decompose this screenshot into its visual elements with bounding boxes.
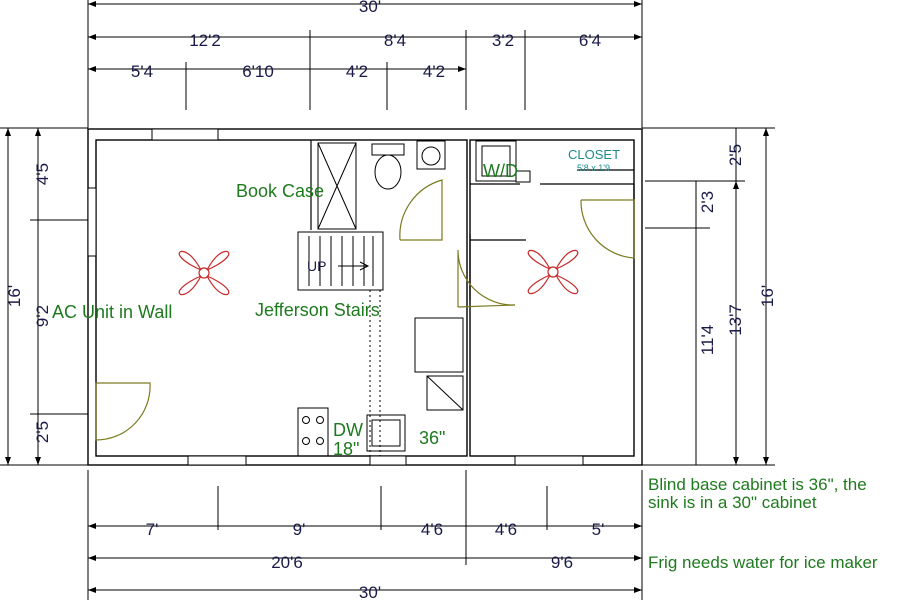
label-dw-size: 18" — [333, 439, 359, 459]
top-dimensions — [87, 0, 643, 128]
label-closet-size: 5'8 x 1'9 — [577, 163, 610, 173]
laundry-fixtures — [475, 140, 531, 183]
dim-top-total: 30' — [359, 0, 381, 16]
window-bottom-center — [369, 455, 407, 466]
dim-top-5-4: 5'4 — [131, 62, 153, 81]
label-dw: DW — [333, 420, 363, 440]
dim-bottom-20-6: 20'6 — [271, 553, 303, 572]
exterior-walls — [87, 128, 643, 466]
window-top-left — [151, 128, 219, 141]
counter-upper — [414, 317, 464, 373]
toilet-bowl — [374, 154, 402, 190]
window-left — [87, 187, 97, 257]
dim-bottom-9-6: 9'6 — [551, 553, 573, 572]
note-frig: Frig needs water for ice maker — [648, 553, 878, 572]
right-dimensions — [642, 127, 775, 466]
toilet-tank — [371, 143, 405, 156]
label-stairs: Jefferson Stairs — [255, 300, 380, 320]
window-bottom-right — [514, 455, 584, 466]
label-sink-cabinet: 36" — [419, 428, 445, 448]
door-front — [95, 382, 151, 441]
dim-bottom-7: 7' — [146, 520, 159, 539]
doors — [95, 179, 635, 441]
dim-top-4-2b: 4'2 — [423, 62, 445, 81]
right-dimension-arrows — [733, 128, 769, 465]
dim-top-6-4: 6'4 — [579, 31, 601, 50]
sink-basin — [421, 146, 441, 166]
dim-bottom-4-6b: 4'6 — [495, 520, 517, 539]
dim-bottom-total: 30' — [359, 583, 381, 602]
bottom-dimensions — [87, 470, 643, 600]
ceiling-fan-left — [178, 250, 230, 296]
note-blind-cabinet: Blind base cabinet is 36", the sink is i… — [648, 475, 867, 512]
kitchen-fixtures — [297, 317, 464, 457]
dim-bottom-4-6a: 4'6 — [421, 520, 443, 539]
bathroom-fixtures — [371, 140, 446, 190]
dim-right-11-4: 11'4 — [698, 325, 717, 355]
dim-right-16: 16' — [758, 285, 777, 307]
ceiling-fan-right — [527, 249, 579, 295]
dim-bottom-9: 9' — [293, 520, 306, 539]
window-bottom-left — [187, 455, 247, 466]
dim-top-8-4: 8'4 — [384, 31, 406, 50]
counter-lower — [426, 375, 464, 411]
top-dimension-arrows — [88, 1, 642, 72]
label-wd: W/D — [483, 161, 518, 181]
sink-vanity — [416, 140, 446, 170]
dim-right-2-5: 2'5 — [726, 144, 745, 166]
door-bath — [399, 179, 443, 241]
bottom-dimension-arrows — [88, 523, 642, 593]
door-closet — [580, 199, 635, 259]
left-dimension-arrows — [5, 128, 41, 465]
dim-top-12-2: 12'2 — [189, 31, 221, 50]
left-dimensions — [0, 127, 88, 466]
label-closet: CLOSET — [568, 147, 620, 162]
dim-top-3-2: 3'2 — [492, 31, 514, 50]
book-case — [317, 142, 357, 230]
dim-right-2-3: 2'3 — [698, 191, 717, 213]
washer-dryer-unit — [475, 140, 517, 182]
label-book-case: Book Case — [236, 181, 324, 201]
dim-right-13-7: 13'7 — [726, 304, 745, 336]
sink-kitchen — [366, 414, 406, 452]
windows — [87, 128, 584, 466]
dim-left-2-5: 2'5 — [33, 421, 52, 443]
dim-left-16: 16' — [5, 285, 24, 307]
dim-top-6-10: 6'10 — [242, 62, 274, 81]
dim-left-4-5: 4'5 — [33, 163, 52, 185]
label-up: UP — [307, 258, 326, 274]
door-bedroom — [457, 249, 516, 308]
label-ac-unit: AC Unit in Wall — [52, 302, 172, 322]
dim-left-9-2: 9'2 — [33, 305, 52, 327]
range — [297, 407, 329, 457]
stairs — [297, 231, 384, 456]
dim-bottom-5: 5' — [592, 520, 605, 539]
dim-top-4-2a: 4'2 — [346, 62, 368, 81]
